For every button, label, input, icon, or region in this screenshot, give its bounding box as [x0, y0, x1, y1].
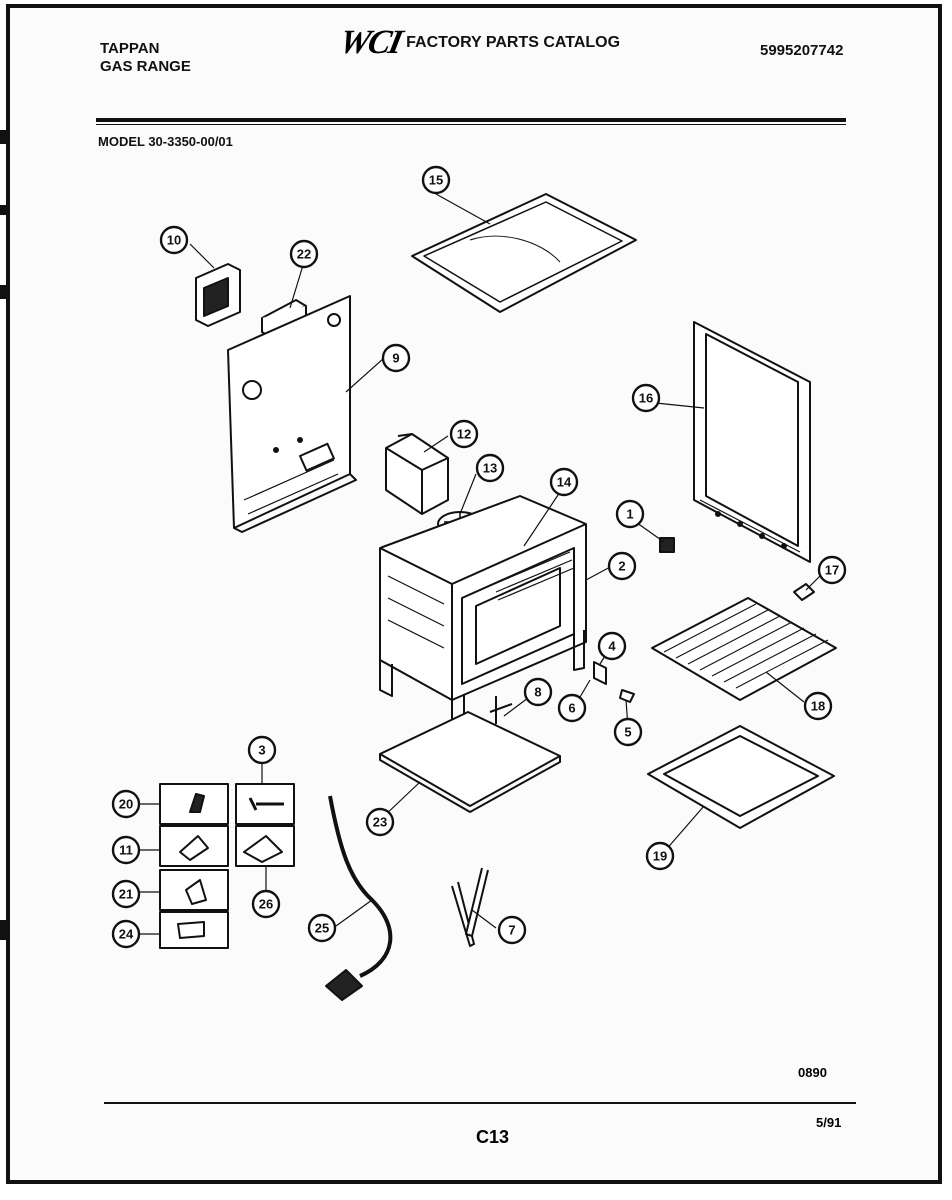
part-door-frame [693, 321, 811, 563]
callout-2: 2 [607, 551, 637, 581]
part-bottom-plate [379, 711, 561, 813]
callout-number: 18 [811, 699, 825, 714]
part-broiler-pan [647, 725, 835, 829]
callout-18: 18 [803, 691, 833, 721]
callout-24: 24 [111, 919, 141, 949]
revision-date: 5/91 [816, 1115, 842, 1130]
brand-block: TAPPAN GAS RANGE [100, 40, 191, 76]
catalog-header: WCI FACTORY PARTS CATALOG [336, 24, 621, 61]
callout-12: 12 [449, 419, 479, 449]
callout-1: 1 [615, 499, 645, 529]
callout-21: 21 [111, 879, 141, 909]
drawing-code: 0890 [798, 1065, 827, 1080]
product-type: GAS RANGE [100, 58, 191, 75]
part-back-panel [227, 295, 357, 533]
model-number: MODEL 30-3350-00/01 [98, 134, 233, 149]
callout-number: 25 [315, 921, 329, 936]
scan-edge-mark [0, 920, 6, 940]
callout-25: 25 [307, 913, 337, 943]
callout-5: 5 [613, 717, 643, 747]
callout-number: 11 [119, 843, 133, 858]
page-code: C13 [476, 1127, 510, 1147]
callout-4: 4 [597, 631, 627, 661]
callout-number: 12 [457, 427, 471, 442]
part-number: 5995207742 [760, 42, 844, 59]
header-rule [96, 118, 846, 122]
callout-number: 1 [626, 507, 633, 522]
callout-15: 15 [421, 165, 451, 195]
callout-number: 3 [258, 743, 265, 758]
scan-edge-mark [0, 205, 6, 215]
callout-number: 10 [167, 233, 181, 248]
callout-number: 20 [119, 797, 133, 812]
callout-number: 4 [608, 639, 616, 654]
callout-9: 9 [381, 343, 411, 373]
part-control-box [195, 263, 241, 327]
callout-10: 10 [159, 225, 189, 255]
callout-number: 19 [653, 849, 667, 864]
callout-number: 13 [483, 461, 497, 476]
brand-name: TAPPAN [100, 40, 160, 57]
callout-number: 6 [568, 701, 575, 716]
callout-number: 17 [825, 563, 839, 578]
catalog-title: FACTORY PARTS CATALOG [406, 34, 621, 51]
callout-number: 14 [557, 475, 572, 490]
callout-22: 22 [289, 239, 319, 269]
callout-13: 13 [475, 453, 505, 483]
callout-6: 6 [557, 693, 587, 723]
part-door-clip [451, 867, 489, 947]
callout-number: 26 [259, 897, 273, 912]
callout-3: 3 [247, 735, 277, 765]
callout-number: 15 [429, 173, 443, 188]
callout-23: 23 [365, 807, 395, 837]
callout-number: 22 [297, 247, 311, 262]
callout-number: 16 [639, 391, 653, 406]
callout-7: 7 [497, 915, 527, 945]
callout-number: 8 [534, 685, 541, 700]
callout-14: 14 [549, 467, 579, 497]
callout-number: 2 [618, 559, 625, 574]
callout-number: 7 [508, 923, 515, 938]
callout-number: 5 [624, 725, 631, 740]
callout-26: 26 [251, 889, 281, 919]
part-oven-body [379, 495, 587, 745]
part-top-panel [411, 193, 637, 313]
leader-lines [140, 193, 823, 935]
footer-rule [104, 1102, 856, 1104]
part-valve-fittings [489, 661, 635, 724]
callout-number: 24 [119, 927, 134, 942]
scan-edge-mark [0, 130, 6, 144]
scan-edge-mark [0, 285, 6, 299]
callout-number: 21 [119, 887, 133, 902]
part-oven-rack [651, 597, 837, 701]
callout-17: 17 [817, 555, 847, 585]
part-burner-duct [385, 433, 449, 515]
part-clip [793, 583, 815, 601]
callout-16: 16 [631, 383, 661, 413]
callout-number: 9 [392, 351, 399, 366]
hardware-panel [159, 783, 295, 949]
callout-19: 19 [645, 841, 675, 871]
callout-20: 20 [111, 789, 141, 819]
callout-number: 23 [373, 815, 387, 830]
callout-8: 8 [523, 677, 553, 707]
catalog-page [6, 4, 942, 1184]
callout-11: 11 [111, 835, 141, 865]
header-rule-thin [96, 124, 846, 125]
